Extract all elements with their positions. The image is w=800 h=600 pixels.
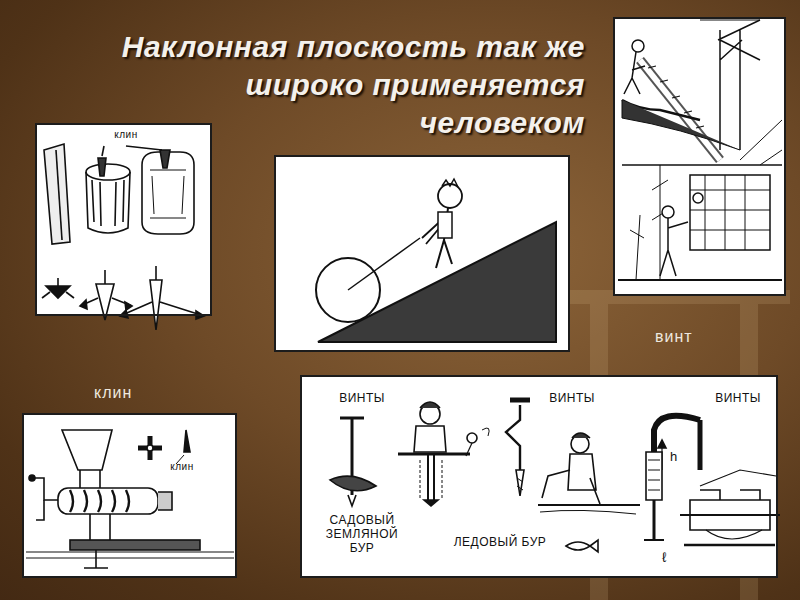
wedge-label: клин [94, 384, 132, 402]
panel-caption: ВИНТЫ [700, 391, 776, 405]
wedge-drawings [42, 144, 204, 330]
panel-caption: клин [101, 129, 151, 141]
screw-drawing [618, 20, 782, 280]
panel-caption: ВИНТЫ [534, 391, 610, 405]
screw-tools-panel: ВИНТЫ САДОВЫЙ ЗЕМЛЯНОЙ БУР ВИНТЫ ЛЕДОВЫЙ БУ… [300, 375, 778, 578]
panel-caption: САДОВЫЙ ЗЕМЛЯНОЙ БУР [316, 513, 408, 555]
panel-borders [275, 18, 785, 351]
grinder-drawing [26, 430, 234, 568]
panel-caption: ВИНТЫ [324, 391, 400, 405]
panel-caption: клин [160, 461, 204, 473]
panel-caption: h [670, 449, 686, 464]
wedge-panel: клин [35, 123, 212, 316]
panel-caption: ЛЕДОВЫЙ БУР [452, 535, 548, 549]
panel-caption: ℓ [662, 549, 678, 565]
incline-drawing [316, 179, 556, 342]
grinder-panel: клин [22, 413, 237, 578]
panel-grounds [22, 17, 786, 578]
screw-label: винт [655, 328, 693, 346]
